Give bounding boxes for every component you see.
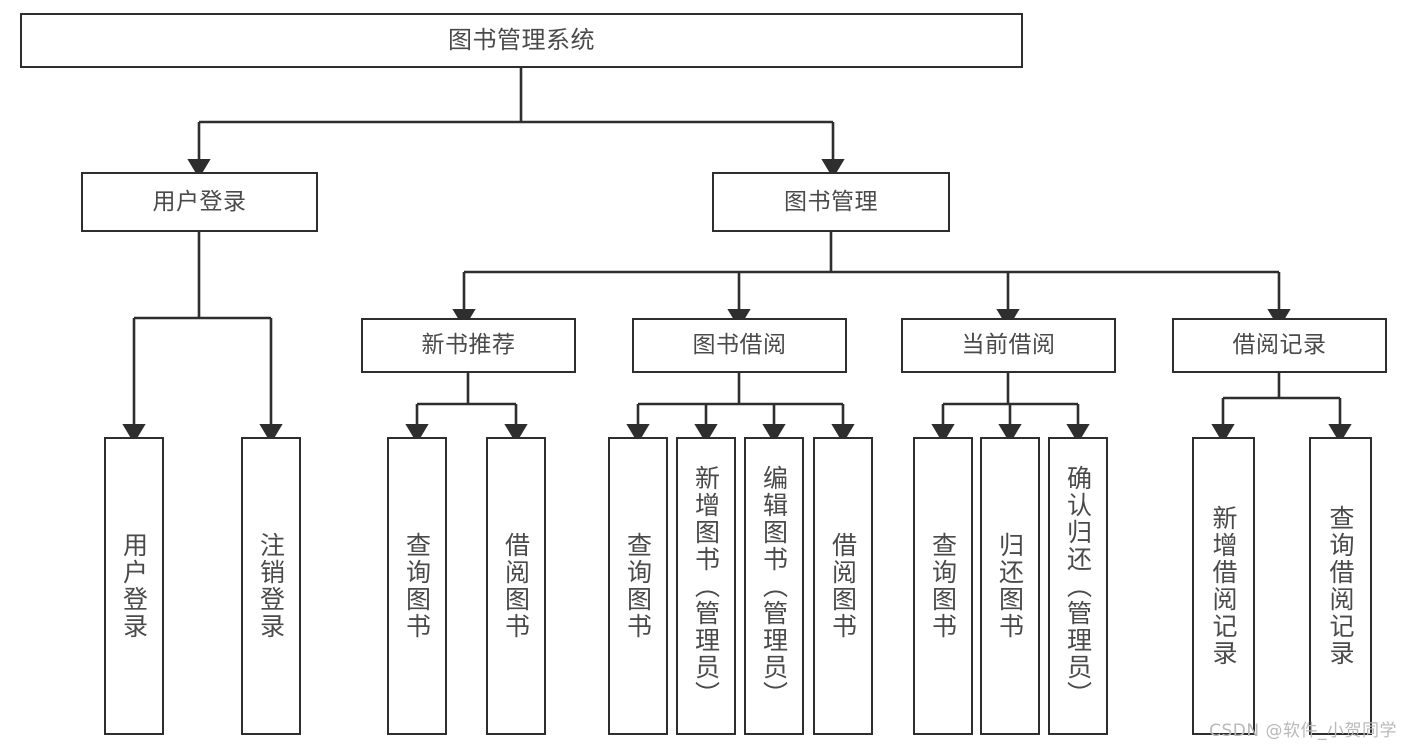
node-book-manage-label: 图书管理 [784,188,878,215]
node-leaf-query-record-label: 查询借阅记录 [1326,505,1355,667]
node-root[interactable]: 图书管理系统 [20,13,1023,68]
node-leaf-borrow-book[interactable]: 借阅图书 [813,437,873,735]
node-leaf-query-book-cur[interactable]: 查询图书 [913,437,973,735]
node-leaf-borrow-book-rec[interactable]: 借阅图书 [486,437,546,735]
node-leaf-user-login[interactable]: 用户登录 [104,437,164,735]
node-leaf-query-book-borrow[interactable]: 查询图书 [608,437,668,735]
node-borrow-record-label: 借阅记录 [1232,332,1327,359]
node-leaf-add-book-label: 新增图书（管理员） [691,464,721,708]
watermark-text: CSDN @软件_小贺同学 [1209,721,1397,741]
node-leaf-query-book-rec-label: 查询图书 [402,532,432,640]
node-root-label: 图书管理系统 [448,25,595,54]
node-user-login-label: 用户登录 [152,188,247,215]
node-new-book-rec[interactable]: 新书推荐 [361,318,576,373]
node-leaf-confirm-return[interactable]: 确认归还（管理员） [1048,437,1108,735]
node-leaf-user-login-label: 用户登录 [119,532,149,640]
node-leaf-query-book-borrow-label: 查询图书 [623,532,653,640]
node-leaf-edit-book-label: 编辑图书（管理员） [759,464,789,708]
node-book-borrow-label: 图书借阅 [692,332,787,359]
node-leaf-edit-book[interactable]: 编辑图书（管理员） [744,437,804,735]
node-leaf-add-record-label: 新增借阅记录 [1209,505,1238,667]
node-book-manage[interactable]: 图书管理 [712,172,950,232]
node-new-book-rec-label: 新书推荐 [421,332,516,359]
node-leaf-borrow-book-label: 借阅图书 [828,532,858,640]
node-borrow-record[interactable]: 借阅记录 [1172,318,1387,373]
node-book-borrow[interactable]: 图书借阅 [632,318,847,373]
node-leaf-query-book-cur-label: 查询图书 [928,532,958,640]
node-leaf-return-book-label: 归还图书 [995,532,1025,640]
node-leaf-query-record[interactable]: 查询借阅记录 [1309,437,1372,735]
node-leaf-logout-label: 注销登录 [256,532,286,640]
node-current-borrow-label: 当前借阅 [961,332,1056,359]
node-leaf-add-record[interactable]: 新增借阅记录 [1192,437,1255,735]
node-leaf-return-book[interactable]: 归还图书 [980,437,1040,735]
node-current-borrow[interactable]: 当前借阅 [901,318,1116,373]
node-leaf-confirm-return-label: 确认归还（管理员） [1063,464,1093,708]
node-leaf-borrow-book-rec-label: 借阅图书 [501,532,531,640]
node-leaf-query-book-rec[interactable]: 查询图书 [387,437,447,735]
node-leaf-add-book[interactable]: 新增图书（管理员） [676,437,736,735]
node-leaf-logout[interactable]: 注销登录 [241,437,301,735]
node-user-login[interactable]: 用户登录 [81,172,318,232]
